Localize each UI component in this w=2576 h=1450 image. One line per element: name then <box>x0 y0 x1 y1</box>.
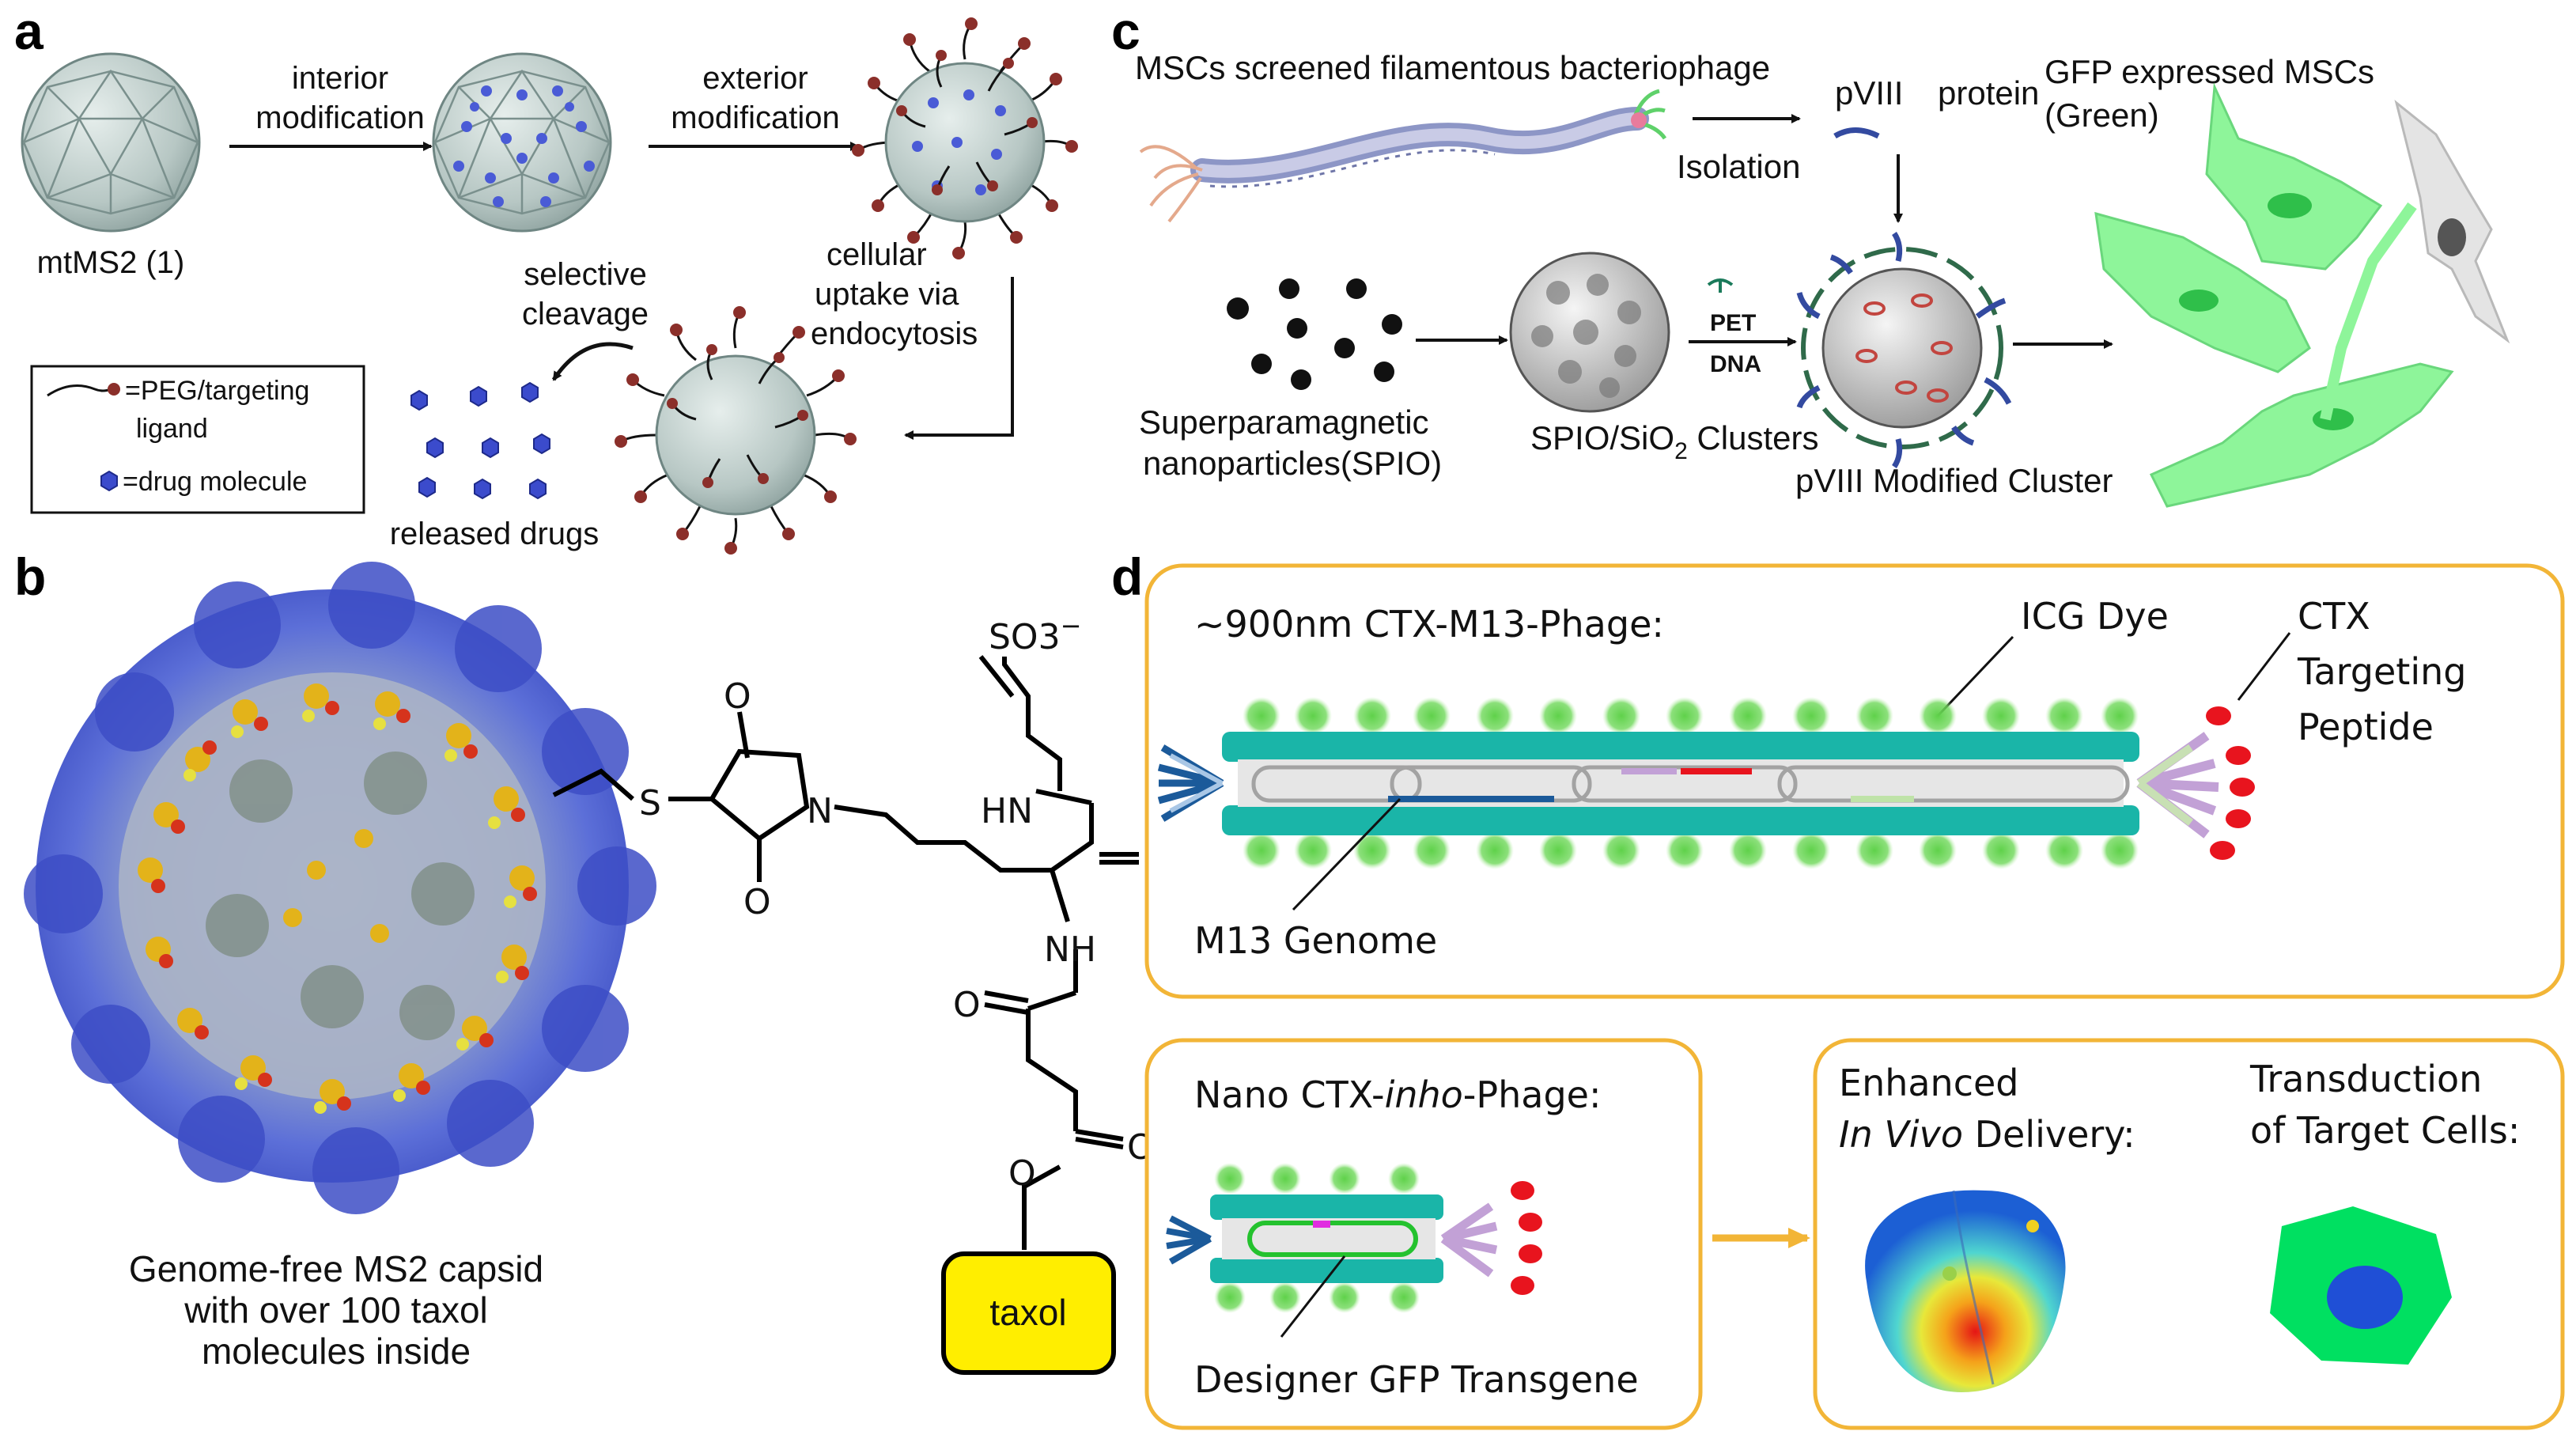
amide-hn: HN <box>981 791 1033 831</box>
uptake-label-2: uptake via <box>815 277 959 312</box>
panel-label-a: a <box>14 2 44 60</box>
capsid-label: mtMS2 (1) <box>37 245 185 280</box>
amine-nh: NH <box>1044 929 1096 970</box>
capsid-loaded <box>432 52 612 233</box>
caption-line-2: with over 100 taxol <box>183 1289 488 1331</box>
atom-n: N <box>807 791 833 831</box>
enhanced-label-2: In Vivo Delivery: <box>1839 1113 2135 1156</box>
spio-label-1: Superparamagnetic <box>1139 403 1429 441</box>
caption-line-3: molecules inside <box>202 1331 471 1372</box>
uptake-label-3: endocytosis <box>811 316 978 351</box>
spio-particles <box>1227 278 1402 390</box>
legend-peg-label: =PEG/targeting <box>125 376 309 406</box>
panel-b: b <box>14 547 1171 1375</box>
enhanced-label-1: Enhanced <box>1839 1062 2019 1104</box>
panel-label-c: c <box>1111 2 1140 60</box>
dna-label: DNA <box>1710 351 1761 377</box>
exterior-label: exterior <box>702 61 808 96</box>
pet-label: PET <box>1710 310 1756 336</box>
atom-s: S <box>639 783 661 823</box>
gfp-label-2: (Green) <box>2045 97 2159 134</box>
m13-genome-label: M13 Genome <box>1194 919 1437 962</box>
panel-a: a mtMS2 (1) interior modification <box>14 2 1078 555</box>
legend-box <box>30 365 365 514</box>
drug-legend-icon <box>100 470 118 492</box>
nano-phage-title: Nano CTX-inho-Phage: <box>1194 1073 1601 1116</box>
taxol-box <box>941 1251 1116 1375</box>
ms2-capsid-render <box>24 562 656 1214</box>
pviii-label: pVIII <box>1835 74 1903 112</box>
pet-dna-icon <box>1707 278 1734 293</box>
caption-line-1: Genome-free MS2 capsid <box>129 1248 543 1289</box>
taxol-label: taxol <box>989 1292 1066 1333</box>
spio-label-2: nanoparticles(SPIO) <box>1143 445 1442 482</box>
gfp-msc-cells <box>2094 82 2510 508</box>
released-drugs <box>410 381 550 500</box>
released-label: released drugs <box>390 517 600 551</box>
sulfonate-group: SO3− <box>989 611 1081 657</box>
legend-ligand-label: ligand <box>136 414 208 444</box>
brain-heatmap <box>1865 1190 2066 1392</box>
arrow-uptake <box>904 277 1014 440</box>
chemical-linker-structure <box>552 655 1139 1250</box>
pviii-protein-icon <box>1833 127 1880 139</box>
carbonyl-o: O <box>953 985 981 1025</box>
transduction-label-2: of Target Cells: <box>2250 1109 2520 1152</box>
ctx-label-3: Peptide <box>2298 706 2434 748</box>
capsid-peg <box>852 17 1078 259</box>
modification-label-2: modification <box>671 100 839 135</box>
panel-label-b: b <box>14 547 46 606</box>
panel-c: c MSCs screened filamentous bacteriophag… <box>1111 2 2510 508</box>
m13-phage-body <box>1157 697 2255 869</box>
gfp-label-1: GFP expressed MSCs <box>2045 53 2374 90</box>
phage-screened-label: MSCs screened filamentous bacteriophage <box>1135 49 1770 86</box>
clusters-label: SPIO/SiO2 Clusters <box>1530 419 1818 464</box>
icg-dye-label: ICG Dye <box>2021 595 2169 638</box>
target-cell <box>2270 1206 2452 1365</box>
interior-label: interior <box>292 61 388 96</box>
arrow-cleavage <box>551 342 634 381</box>
atom-o1: O <box>724 676 751 717</box>
capsid-plain <box>21 52 201 233</box>
peg-head-icon <box>108 383 120 396</box>
phage-title: ~900nm CTX-M13-Phage: <box>1194 603 1664 645</box>
isolation-label: Isolation <box>1677 148 1800 185</box>
legend-drug-label: =drug molecule <box>123 467 307 497</box>
atom-o2: O <box>743 882 771 922</box>
transgene-pointer <box>1280 1255 1346 1338</box>
filamentous-phage <box>1139 89 1667 223</box>
transgene-label: Designer GFP Transgene <box>1194 1358 1639 1401</box>
ctx-label-2: Targeting <box>2297 650 2466 693</box>
protein-label: protein <box>1938 74 2039 112</box>
peg-legend-icon <box>47 384 112 397</box>
panel-d: d ~900nm CTX-M13-Phage: ICG Dye CTX Targ… <box>1111 547 2565 1430</box>
panel-label-d: d <box>1111 547 1143 606</box>
genome-pointer <box>1292 797 1401 911</box>
pviii-modified-cluster <box>1796 232 2012 468</box>
cleavage-label-2: cleavage <box>522 297 649 331</box>
uptake-label-1: cellular <box>827 237 927 272</box>
transduction-label-1: Transduction <box>2249 1058 2482 1100</box>
modification-label: modification <box>255 100 424 135</box>
modified-cluster-label: pVIII Modified Cluster <box>1795 462 2113 499</box>
ctx-pointer <box>2237 632 2291 701</box>
ester-o: O <box>1008 1153 1036 1194</box>
spio-sio2-cluster <box>1509 252 1670 413</box>
cleavage-label-1: selective <box>524 257 647 292</box>
nano-phage-body <box>1166 1163 1542 1313</box>
capsid-uptake <box>615 306 857 555</box>
ctx-label-1: CTX <box>2298 595 2370 638</box>
